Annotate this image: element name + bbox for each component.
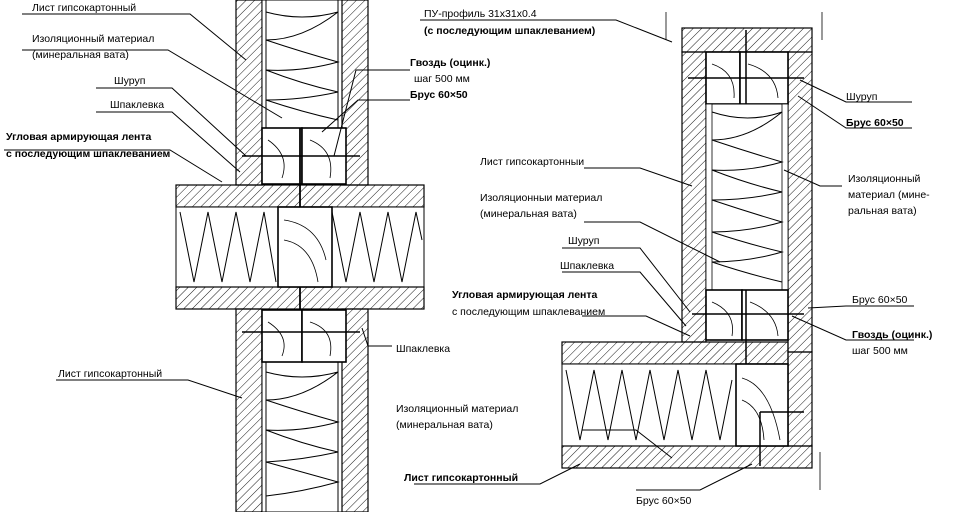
left-leader-lines xyxy=(4,13,410,399)
label-screw-top: Шуруп xyxy=(846,91,877,103)
label-insulation-line2: (минеральная вата) xyxy=(32,49,129,61)
left-t-junction-diagram: Лист гипсокартонный Изоляционный материа… xyxy=(4,0,490,513)
label-insulation-low-line1: Изоляционный материал xyxy=(396,403,518,415)
left-horizontal-wall xyxy=(175,184,425,310)
label-insulation-line1: Изоляционный материал xyxy=(32,33,154,45)
label-nail-line1: Гвоздь (оцинк.) xyxy=(410,57,490,69)
label-putty: Шпаклевка xyxy=(560,260,614,272)
right-corner-diagram: ПУ-профиль 31х31х0.4 (с последующим шпак… xyxy=(396,8,932,507)
label-drywall: Лист гипсокартонныи xyxy=(480,156,584,168)
label-beam-mid: Брус 60×50 xyxy=(852,294,908,306)
label-nail-line1: Гвоздь (оцинк.) xyxy=(852,329,932,341)
label-putty-bottom: Шпаклевка xyxy=(396,343,450,355)
label-beam-bottom: Брус 60×50 xyxy=(636,495,692,507)
label-putty: Шпаклевка xyxy=(110,99,164,111)
label-tape-line1: Угловая армирующая лента xyxy=(6,131,152,143)
right-labels: ПУ-профиль 31х31х0.4 (с последующим шпак… xyxy=(396,8,932,507)
label-pu-profile-line1: ПУ-профиль 31х31х0.4 xyxy=(424,8,537,20)
label-tape-line2: с последующим шпаклеванием xyxy=(452,306,605,318)
label-pu-profile-line2: (с последующим шпаклеванием) xyxy=(424,25,595,37)
label-insulation-side-line1: Изоляционный xyxy=(848,173,921,185)
label-insulation-low-line2: (минеральная вата) xyxy=(396,419,493,431)
left-upper-wall xyxy=(235,0,369,310)
label-insulation-side-line3: ральная вата) xyxy=(848,205,917,217)
left-labels: Лист гипсокартонный Изоляционный материа… xyxy=(6,2,490,380)
label-drywall-bottom: Лист гипсокартонный xyxy=(58,368,162,380)
label-tape-line2: с последующим шпаклеванием xyxy=(6,148,171,160)
left-lower-wall xyxy=(235,308,369,513)
label-beam: Брус 60×50 xyxy=(410,89,468,101)
label-insulation-mid-line1: Изоляционныи материал xyxy=(480,192,602,204)
label-drywall-bottom: Лист гипсокартонный xyxy=(404,472,518,484)
label-nail-line2: шаг 500 мм xyxy=(852,345,908,357)
label-screw: Шуруп xyxy=(568,235,599,247)
label-tape-line1: Угловая армирующая лента xyxy=(452,289,598,301)
right-leader-lines xyxy=(414,19,914,491)
label-drywall-top: Лист гипсокартонный xyxy=(32,2,136,14)
label-nail-line2: шаг 500 мм xyxy=(414,73,470,85)
label-screw: Шуруп xyxy=(114,75,145,87)
label-insulation-side-line2: материал (мине- xyxy=(848,189,930,201)
label-insulation-mid-line2: (минеральная вата) xyxy=(480,208,577,220)
label-beam-top: Брус 60×50 xyxy=(846,117,904,129)
